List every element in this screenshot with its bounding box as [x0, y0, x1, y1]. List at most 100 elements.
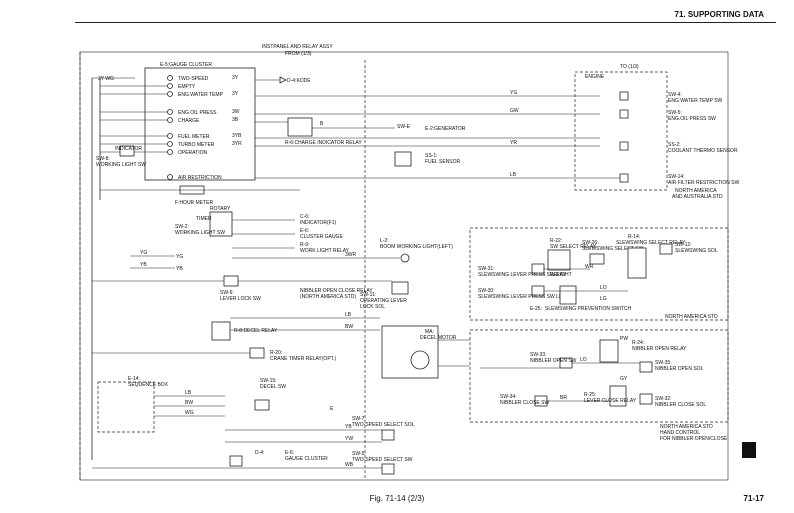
r24-box: [599, 339, 619, 363]
header-rule: [75, 22, 776, 23]
sw8-name: WORKING LIGHT SW: [96, 162, 146, 168]
sw7-label: SW-7:: [352, 416, 366, 422]
sw2-label: SW-2:: [175, 224, 189, 230]
sw31-label: SW-31:: [478, 266, 495, 272]
gc-air-restriction: AIR RESTRICTION: [178, 175, 222, 181]
seq-box-label: SEQUENCE BOX: [128, 382, 169, 388]
wire-w5: 3W: [232, 109, 240, 115]
slew-lever-left-label: SLEWSWING LEVER PRESS SW LEFT: [478, 294, 568, 300]
decel-sw-label: DECEL SW: [260, 384, 286, 390]
figure-caption: Fig. 71-14 (2/3): [369, 494, 425, 503]
sw33-label: SW-33:: [530, 352, 547, 358]
wr-wire-label: 3WR: [345, 252, 357, 258]
cluster-gauge-label: CLUSTER GAUGE: [300, 234, 343, 240]
yg-lbl: YG: [176, 254, 183, 260]
sw11-symbol: [391, 281, 409, 295]
page-number: 71-17: [743, 494, 764, 503]
lamp-two-speed: [167, 75, 173, 81]
nibbler-note-3: FOR NIBBLER OPEN/CLOSE: [660, 436, 728, 442]
ss2-label: SS-2:: [668, 142, 681, 148]
d4-symbol: [229, 455, 243, 467]
sw26-symbol: [589, 253, 605, 265]
sw32-symbol: [639, 393, 653, 405]
d4kode-label: D-4:KODE: [287, 78, 311, 84]
sw8-label: SW-8:: [96, 156, 110, 162]
sw15-symbol: [254, 399, 270, 411]
wire-w8: 3YR: [232, 141, 242, 147]
gauge-cluster-title: E-5:GAUGE CLUSTER: [160, 62, 212, 68]
charge-relay-label: R-6:CHARGE INDICATOR RELAY: [285, 140, 362, 146]
sw35-symbol: [639, 361, 653, 373]
side-tab-marker: [742, 442, 756, 458]
sw5-label: SW-5:: [668, 110, 682, 116]
hour-meter-label: F:HOUR METER: [175, 200, 213, 206]
sw11-label: SW-11:: [360, 292, 376, 298]
wire-yb-label: YB: [345, 424, 352, 430]
sw5-name: ENG.OIL PRESS SW: [668, 116, 716, 122]
wire-wb-label: WB: [345, 462, 354, 468]
lamp-fuel: [167, 133, 173, 139]
gc-eng-water-temp: ENG.WATER TEMP: [178, 92, 224, 98]
gc-two-speed: TWO-SPEED: [178, 76, 209, 82]
wire-bw-label: BW: [345, 324, 353, 330]
nibbler-open-sw-label: NIBBLER OPEN SW: [530, 358, 577, 364]
sw6-symbol: [223, 275, 239, 287]
yb-lbl: YB: [176, 266, 183, 272]
indicator-label: INDICATOR: [115, 146, 142, 152]
slew-lever-right-label: SLEWSWING LEVER PRESS SW RIGHT: [478, 272, 572, 278]
sw2-box: [209, 211, 233, 237]
nib-pw: PW: [620, 336, 628, 342]
nibbler-open-sol-label: NIBBLER OPEN SOL: [655, 366, 704, 372]
sw15-label: SW-15:: [260, 378, 277, 384]
to-label: TO (1/3): [620, 64, 639, 70]
nibbler-note-1: NORTH AMERICA STD: [660, 424, 713, 430]
sw5-two-speed-symbol: [381, 463, 395, 475]
wire-w6: 3B: [232, 117, 239, 123]
nibbler-note-2: HAND CONTROL: [660, 430, 700, 436]
right-top-note: NORTH AMERICA: [675, 188, 717, 194]
wire-gw: GW: [510, 108, 519, 114]
nib-br: BR: [560, 395, 567, 401]
seq-w-wg: WG: [185, 410, 194, 416]
slew-note: NORTH AMERICA STD: [665, 314, 718, 320]
r25-label: R-25:: [584, 392, 596, 398]
fuel-sensor-label: FUEL SENSOR: [425, 159, 460, 165]
decel-motor-label: DECEL MOTOR: [420, 335, 457, 341]
gc-empty: EMPTY: [178, 84, 196, 90]
decel-relay-box: [211, 321, 231, 341]
sw-select-relay-label: SW SELECT RELAY: [550, 244, 597, 250]
lock-sol-label: LOCK SOL: [360, 304, 385, 310]
work-light-relay-label: WORK LIGHT RELAY: [300, 248, 350, 254]
slew-lg: LG: [600, 296, 607, 302]
crane-timer-label: CRANE TIMER RELAY(OPT.): [270, 356, 337, 362]
e6-gauge-label: E-6:: [285, 450, 294, 456]
boom-light-label: BOOM WORKING LIGHT(LEFT): [380, 244, 453, 250]
lamp-empty: [167, 83, 173, 89]
decel-motor-symbol: [410, 350, 430, 370]
r14-box: [627, 247, 647, 279]
r24-label: R-24:: [632, 340, 644, 346]
lamp-air-restriction: [167, 174, 173, 180]
instpanel-label: INSTPANEL AND RELAY ASSY: [262, 44, 333, 50]
gc-turbo-meter: TURBO METER: [178, 142, 215, 148]
ss2-name: COOLANT THERMO SENSOR: [668, 148, 738, 154]
sw26-label: SW-26:: [582, 240, 599, 246]
sw4-label: SW-4:: [668, 92, 682, 98]
wire-w1: 3Y: [232, 75, 239, 81]
sw5-c-label: SW-5:: [352, 451, 366, 457]
wire-w3: 3Y: [232, 91, 239, 97]
gc-eng-oil-press: ENG.OIL PRESS: [178, 110, 217, 116]
r14-label: R-14:: [628, 234, 640, 240]
wire-yw-label: YW: [345, 436, 353, 442]
wire-top-label: 3Y WG: [98, 76, 114, 82]
seq-w-bw: BW: [185, 400, 193, 406]
yg-label: YG: [140, 250, 147, 256]
wire-yr: YR: [510, 140, 517, 146]
wire-yg: YG: [510, 90, 517, 96]
nibbler-open-relay-label: NIBBLER OPEN RELAY: [632, 346, 687, 352]
charge-relay-b: B: [320, 121, 324, 127]
slew-relay-label: SLEWSWING SELECT RELAY: [616, 240, 686, 246]
c6-label: C-6:: [300, 214, 309, 220]
